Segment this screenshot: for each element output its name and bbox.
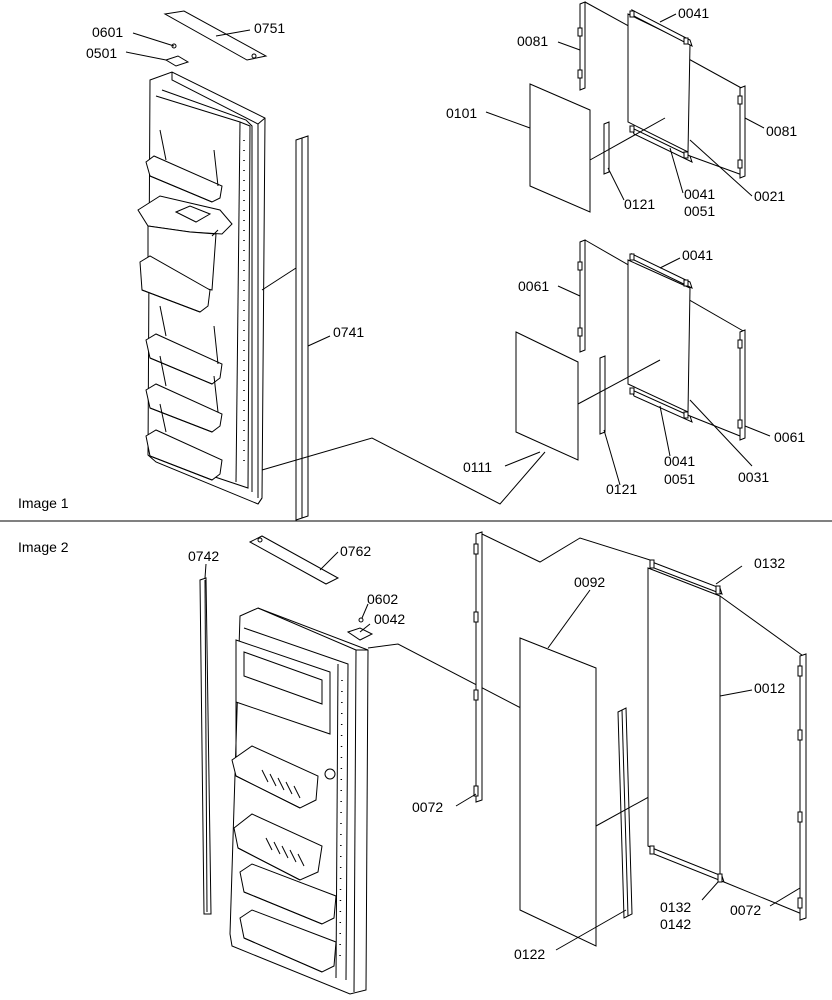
callout-0012: 0012 [754,680,785,696]
freezer-door [137,71,266,505]
top-trim-0762 [248,535,340,585]
assembly-guide-line-2 [367,643,545,721]
callout-0041-upper-bottom: 0041 [684,186,715,202]
section-label-image1: Image 1 [18,495,69,511]
callout-0042: 0042 [374,611,405,627]
callout-0132-top: 0132 [754,555,785,571]
section-label-image2: Image 2 [18,539,69,555]
lower-shelf-assembly [515,239,746,461]
top-trim-0751 [163,10,268,61]
callout-0072-left: 0072 [412,799,443,815]
leader-lines [125,13,801,951]
callout-0501: 0501 [86,45,117,61]
callout-0122: 0122 [514,946,545,962]
callout-0051-lower: 0051 [664,471,695,487]
hinge-bushing-0501 [164,55,190,67]
callout-0081-right: 0081 [766,123,797,139]
image1-section [137,1,746,521]
glass-panel-0092 [519,637,597,947]
callout-0092: 0092 [574,574,605,590]
callout-0111: 0111 [463,459,492,475]
callout-0602: 0602 [367,591,398,607]
image1-callouts: 0601 0501 0751 0741 0081 0041 0081 0101 … [86,5,805,497]
callout-0751: 0751 [254,20,285,36]
fresh-food-door [229,607,369,995]
callout-0081-left: 0081 [517,33,548,49]
right-rail-0072 [799,653,807,921]
left-rail-0072 [475,531,483,803]
callout-0132-bottom: 0132 [660,899,691,915]
hinge-bushing-0042 [346,627,374,641]
callout-0101: 0101 [446,105,477,121]
callout-0051-upper: 0051 [684,203,715,219]
callout-0121-lower: 0121 [606,481,637,497]
callout-0072-right: 0072 [730,902,761,918]
hinge-pin-0602 [358,617,364,623]
callout-0061-left: 0061 [518,278,549,294]
upper-shelf-assembly [529,1,746,213]
callout-0041-top: 0041 [678,5,709,21]
image2-callouts: 0742 0762 0602 0042 0092 0132 0012 0072 … [188,543,785,962]
callout-0031: 0031 [738,469,769,485]
callout-0061-right: 0061 [774,429,805,445]
callout-0041-lower-bottom: 0041 [664,453,695,469]
callout-0121-upper: 0121 [624,196,655,212]
assembly-guide-line [261,437,546,505]
callout-0021: 0021 [754,188,785,204]
callout-0041-lower-top: 0041 [682,247,713,263]
image2-section [199,531,807,995]
back-panel-0012 [647,567,721,881]
callout-0142: 0142 [660,916,691,932]
callout-0741: 0741 [333,324,364,340]
callout-0601: 0601 [92,24,123,40]
section-labels: Image 1 Image 2 [18,495,69,555]
callout-0742: 0742 [188,548,219,564]
callout-0762: 0762 [340,543,371,559]
